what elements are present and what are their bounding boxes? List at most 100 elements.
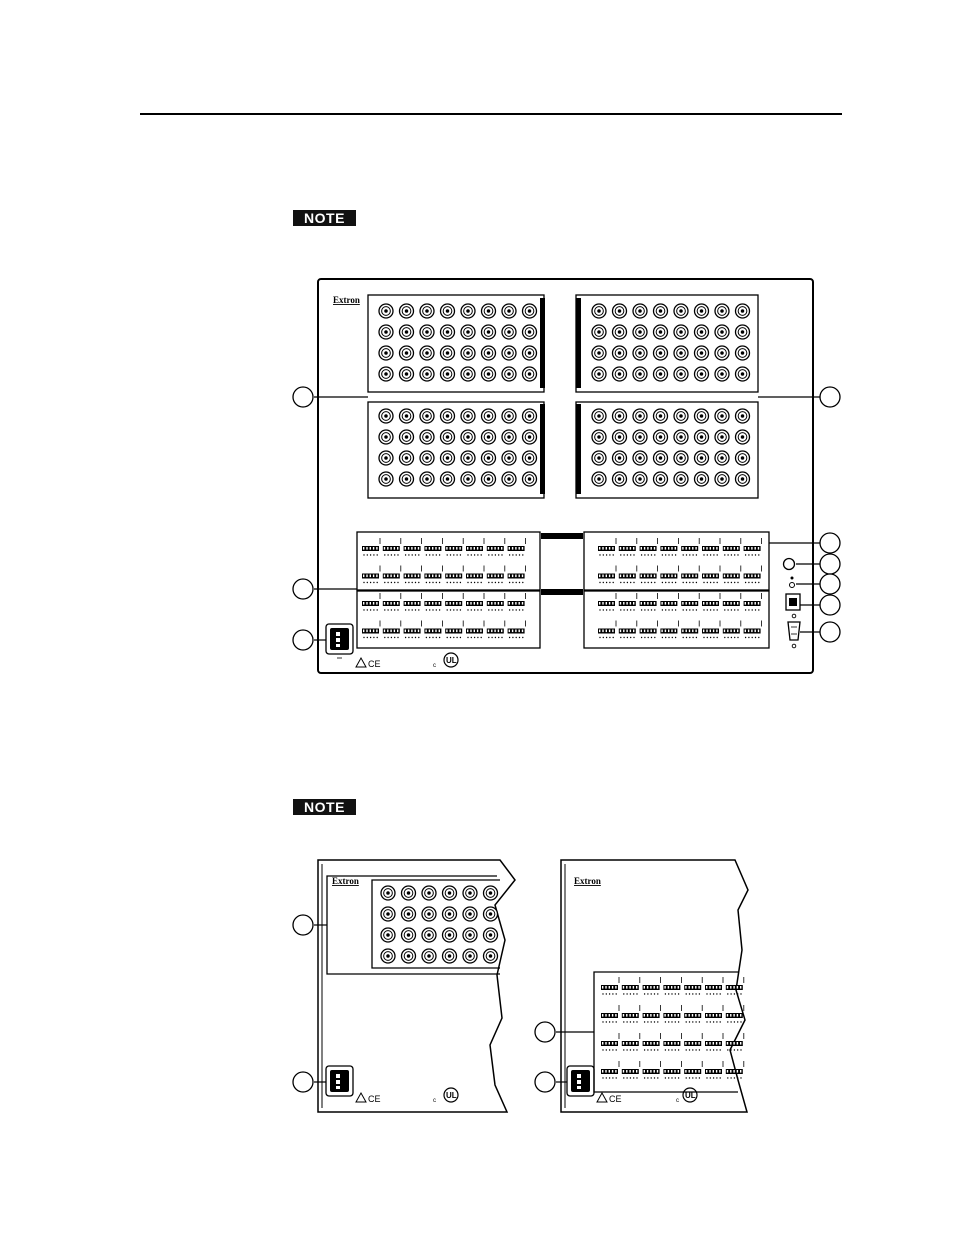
callout-circle — [293, 915, 313, 935]
ce-mark: CE — [368, 659, 381, 669]
bnc-connector — [592, 430, 606, 444]
bnc-connector — [654, 430, 668, 444]
bnc-connector — [484, 928, 498, 942]
callout-circle — [820, 387, 840, 407]
bnc-connector — [502, 325, 516, 339]
bnc-connector — [674, 346, 688, 360]
ul-c-prefix: c — [433, 1098, 436, 1104]
bnc-connector — [443, 928, 457, 942]
bnc-connector — [502, 430, 516, 444]
bnc-connector — [736, 346, 750, 360]
bnc-connector — [502, 472, 516, 486]
partial-left-panel-diagram: Extron CE c UL — [293, 860, 515, 1112]
callout-circle — [293, 579, 313, 599]
bnc-connector — [613, 472, 627, 486]
terminal-connector — [508, 566, 526, 584]
bnc-connector — [484, 886, 498, 900]
callout-circle — [535, 1022, 555, 1042]
bnc-connector — [381, 886, 395, 900]
full-rear-panel-diagram: Extron CE c — [293, 279, 840, 673]
bnc-connector — [736, 325, 750, 339]
bnc-connector — [463, 886, 477, 900]
bnc-connector — [674, 472, 688, 486]
bnc-connector — [736, 472, 750, 486]
terminal-connector — [601, 1033, 619, 1051]
terminal-connector — [362, 566, 380, 584]
bnc-connector — [633, 367, 647, 381]
bnc-connector — [592, 472, 606, 486]
terminal-connector — [362, 538, 380, 556]
bnc-connector — [441, 409, 455, 423]
terminal-connector — [660, 593, 678, 611]
terminal-connector — [362, 593, 380, 611]
bnc-connector — [422, 907, 436, 921]
bnc-connector — [695, 325, 709, 339]
terminal-connector — [684, 1033, 702, 1051]
bnc-connector — [736, 430, 750, 444]
ul-c-prefix: c — [676, 1098, 679, 1104]
bnc-connector — [379, 346, 393, 360]
bnc-connector — [400, 409, 414, 423]
terminal-connector — [702, 566, 720, 584]
bnc-connector — [715, 451, 729, 465]
bnc-connector — [654, 304, 668, 318]
bnc-connector — [443, 949, 457, 963]
callout-circle — [820, 622, 840, 642]
terminal-connector — [445, 538, 463, 556]
bnc-connector — [592, 325, 606, 339]
bnc-connector — [400, 367, 414, 381]
terminal-connector — [508, 593, 526, 611]
bnc-connector — [695, 472, 709, 486]
terminal-connector — [383, 593, 401, 611]
bnc-connector — [420, 472, 434, 486]
terminal-connector — [619, 621, 637, 639]
bnc-connector — [420, 409, 434, 423]
bnc-connector — [379, 325, 393, 339]
bnc-connector — [613, 451, 627, 465]
terminal-connector — [466, 538, 484, 556]
certification-marks: CE c UL — [356, 653, 458, 669]
terminal-connector — [744, 621, 762, 639]
terminal-connector — [663, 1005, 681, 1023]
extron-logo: Extron — [574, 876, 601, 886]
bnc-connector — [461, 367, 475, 381]
terminal-connector — [404, 621, 422, 639]
bnc-connector — [402, 907, 416, 921]
bnc-connector — [695, 430, 709, 444]
bnc-connector — [381, 949, 395, 963]
bnc-connector — [715, 472, 729, 486]
terminal-connector — [466, 621, 484, 639]
terminal-connector — [640, 538, 658, 556]
terminal-connector — [487, 621, 505, 639]
terminal-connector — [598, 566, 616, 584]
terminal-connector — [619, 593, 637, 611]
bnc-connector — [715, 367, 729, 381]
bnc-connector — [654, 346, 668, 360]
bnc-connector — [379, 451, 393, 465]
terminal-connector — [660, 621, 678, 639]
terminal-connector — [445, 566, 463, 584]
ce-mark: CE — [368, 1094, 381, 1104]
terminal-connector — [744, 593, 762, 611]
terminal-connector — [424, 621, 442, 639]
certification-marks: CE c UL — [597, 1088, 697, 1104]
bnc-connector — [695, 367, 709, 381]
bnc-connector — [633, 325, 647, 339]
terminal-connector — [404, 538, 422, 556]
bnc-connector — [654, 451, 668, 465]
bnc-connector — [654, 325, 668, 339]
bnc-connector — [715, 409, 729, 423]
bnc-connector — [592, 304, 606, 318]
terminal-connector — [723, 538, 741, 556]
bnc-connector — [422, 949, 436, 963]
bnc-connector — [523, 472, 537, 486]
terminal-connector — [705, 977, 723, 995]
bnc-connector — [695, 304, 709, 318]
bnc-connector — [736, 451, 750, 465]
bnc-connector — [420, 451, 434, 465]
terminal-connector — [663, 977, 681, 995]
bnc-connector — [461, 430, 475, 444]
bnc-connector — [654, 409, 668, 423]
bnc-connector — [633, 472, 647, 486]
bnc-connector — [400, 346, 414, 360]
